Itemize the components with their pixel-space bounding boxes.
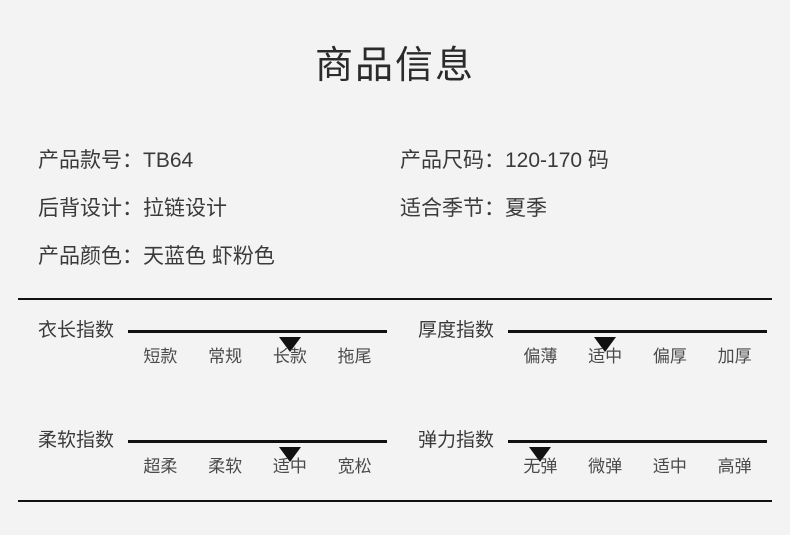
index-marker-triangle-icon — [529, 447, 552, 462]
index-marker-triangle-icon — [278, 337, 301, 352]
spec-row: 产品颜色：天蓝色 虾粉色 — [0, 242, 790, 290]
spec-product-color: 产品颜色：天蓝色 虾粉色 — [38, 242, 275, 272]
index-tick: 长款 — [272, 347, 307, 366]
index-scale: 偏薄 适中 偏厚 加厚 — [508, 345, 767, 369]
spec-label: 产品尺码： — [400, 149, 505, 172]
spec-product-model: 产品款号：TB64 — [38, 146, 193, 176]
index-name: 弹力指数 — [418, 430, 495, 451]
index-track[interactable] — [508, 440, 767, 462]
spec-label: 后背设计： — [38, 197, 143, 220]
spec-value: 天蓝色 虾粉色 — [143, 245, 275, 268]
index-gauge-softness: 柔软指数 超柔 柔软 适中 宽松 — [20, 425, 395, 495]
spec-season: 适合季节：夏季 — [400, 194, 547, 224]
index-tick: 宽松 — [337, 457, 372, 476]
index-name: 厚度指数 — [418, 320, 495, 341]
spec-product-size: 产品尺码：120-170 码 — [400, 146, 609, 176]
index-gauge-length: 衣长指数 短款 常规 长款 拖尾 — [20, 315, 395, 385]
index-tick: 适中 — [272, 457, 307, 476]
index-tick: 偏薄 — [523, 347, 558, 366]
spec-label: 适合季节： — [400, 197, 505, 220]
index-tick: 微弹 — [588, 457, 623, 476]
index-track[interactable] — [128, 440, 387, 462]
spec-value: 120-170 码 — [505, 149, 609, 172]
index-marker-triangle-icon — [278, 447, 301, 462]
index-name: 衣长指数 — [38, 320, 115, 341]
divider-top — [18, 298, 772, 300]
index-track[interactable] — [508, 330, 767, 352]
index-row: 衣长指数 短款 常规 长款 拖尾 厚度指数 偏薄 适中 — [0, 315, 790, 425]
product-info-page: 商品信息 产品款号：TB64 产品尺码：120-170 码 后背设计：拉链设计 … — [0, 45, 790, 502]
index-name: 柔软指数 — [38, 430, 115, 451]
spec-value: 夏季 — [505, 197, 547, 220]
index-tick: 拖尾 — [337, 347, 372, 366]
index-scale: 超柔 柔软 适中 宽松 — [128, 455, 387, 479]
index-tick: 高弹 — [717, 457, 752, 476]
index-row: 柔软指数 超柔 柔软 适中 宽松 弹力指数 无弹 微弹 — [0, 425, 790, 535]
spec-label: 产品颜色： — [38, 245, 143, 268]
page-title: 商品信息 — [314, 45, 475, 87]
index-gauge-thickness: 厚度指数 偏薄 适中 偏厚 加厚 — [400, 315, 775, 385]
spec-back-design: 后背设计：拉链设计 — [38, 194, 227, 224]
spec-list: 产品款号：TB64 产品尺码：120-170 码 后背设计：拉链设计 适合季节：… — [0, 146, 790, 290]
index-scale: 无弹 微弹 适中 高弹 — [508, 455, 767, 479]
index-gauge-elasticity: 弹力指数 无弹 微弹 适中 高弹 — [400, 425, 775, 495]
index-tick: 适中 — [588, 347, 623, 366]
index-marker-triangle-icon — [594, 337, 617, 352]
index-tick: 常规 — [208, 347, 243, 366]
spec-row: 产品款号：TB64 产品尺码：120-170 码 — [0, 146, 790, 194]
spec-row: 后背设计：拉链设计 适合季节：夏季 — [0, 194, 790, 242]
index-tick: 超柔 — [143, 457, 178, 476]
index-tick: 无弹 — [523, 457, 558, 476]
spec-value: TB64 — [143, 149, 194, 172]
spec-value: 拉链设计 — [143, 197, 227, 220]
spec-label: 产品款号： — [38, 149, 143, 172]
index-tick: 柔软 — [208, 457, 243, 476]
index-tick: 偏厚 — [652, 347, 687, 366]
divider-bottom — [18, 500, 772, 502]
index-track[interactable] — [128, 330, 387, 352]
index-gauges: 衣长指数 短款 常规 长款 拖尾 厚度指数 偏薄 适中 — [0, 315, 790, 535]
index-tick: 短款 — [143, 347, 178, 366]
index-tick: 适中 — [652, 457, 687, 476]
index-scale: 短款 常规 长款 拖尾 — [128, 345, 387, 369]
index-tick: 加厚 — [717, 347, 752, 366]
